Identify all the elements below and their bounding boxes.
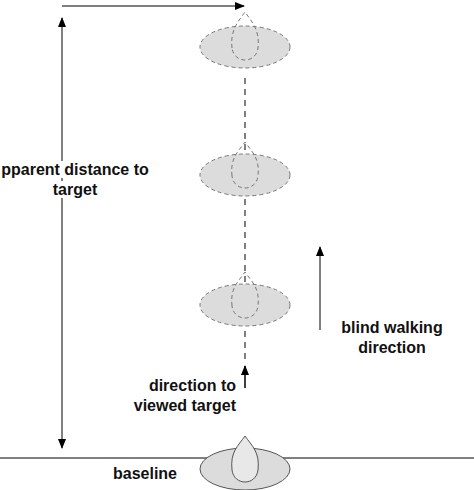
label-text: blind walking direction [341,319,442,356]
top-arrow [62,6,244,7]
label-text: direction to viewed target [134,377,236,414]
distance-arrow [62,18,63,448]
target-arrow [244,366,246,388]
distance-label: pparent distance to target [0,160,150,200]
target-label: direction to viewed target [118,376,236,416]
observer-figure [200,436,290,490]
label-text: baseline [113,465,177,482]
baseline-label: baseline [100,464,190,484]
walking-label: blind walking direction [332,318,452,358]
walking-arrow [320,247,321,330]
label-text: pparent distance to target [1,161,149,198]
ghost-figures [200,12,290,326]
